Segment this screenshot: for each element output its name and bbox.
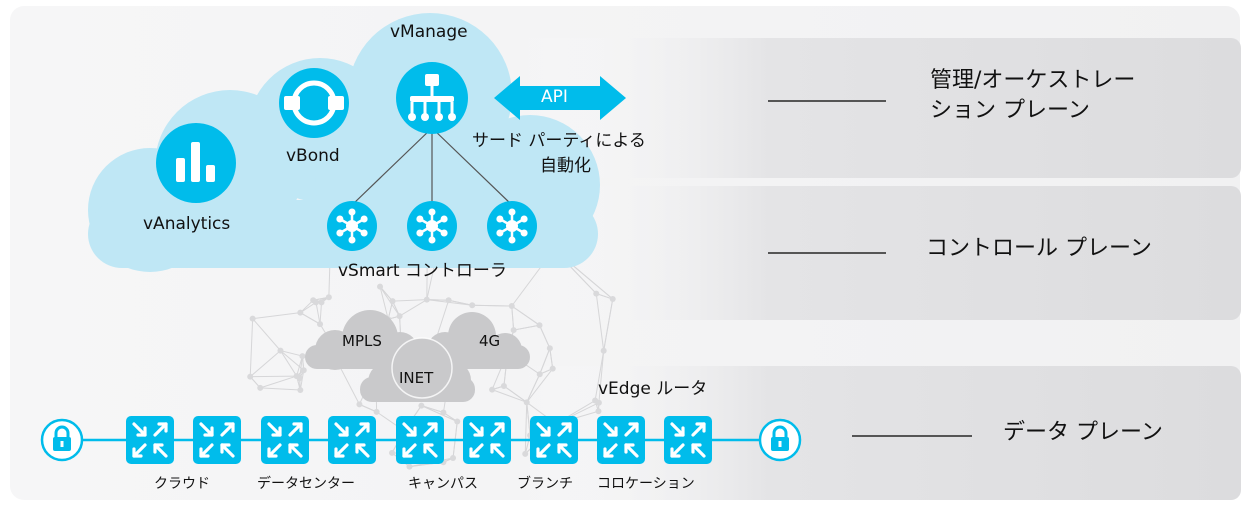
transport-label-mpls: MPLS	[342, 332, 382, 350]
router-arrows-icon	[530, 416, 578, 464]
control-plane-label: コントロール プレーン	[926, 236, 1152, 261]
vmanage-label: vManage	[390, 22, 468, 42]
router-arrows-icon	[463, 416, 511, 464]
api-arrow	[494, 76, 626, 120]
transport-label-4g: 4G	[479, 332, 501, 350]
hub-spoke-icon	[487, 201, 537, 251]
transport-label-inet: INET	[399, 369, 434, 387]
router-arrows-icon	[396, 416, 444, 464]
site-label-cloud: クラウド	[154, 476, 210, 492]
network-hierarchy-icon	[396, 62, 468, 134]
router-arrows-icon	[664, 416, 712, 464]
site-label-colocation: コロケーション	[597, 476, 695, 492]
management-plane-band	[515, 38, 1241, 178]
router-arrows-icon	[328, 416, 376, 464]
vsmart-group	[327, 201, 537, 251]
management-plane-label-line2: ション プレーン	[930, 98, 1090, 123]
router-arrows-icon	[193, 416, 241, 464]
api-caption-line1: サード パーティによる	[472, 131, 646, 151]
management-plane-rule	[768, 100, 886, 102]
lock-icon	[758, 418, 802, 462]
api-caption-line2: 自動化	[540, 156, 591, 176]
vmanage-links	[351, 127, 513, 206]
router-arrows-icon	[261, 416, 309, 464]
vanalytics-label: vAnalytics	[143, 214, 231, 234]
lock-icon	[40, 418, 84, 462]
vbond-label: vBond	[286, 146, 340, 166]
hub-spoke-icon	[407, 201, 457, 251]
transport-clouds	[305, 310, 530, 402]
site-label-campus: キャンパス	[408, 476, 478, 492]
inet-cloud	[360, 338, 475, 402]
vsmart-label: vSmart コントローラ	[338, 261, 507, 281]
vedge-label: vEdge ルータ	[598, 379, 708, 399]
router-arrows-icon	[126, 416, 174, 464]
data-plane-rule	[852, 435, 972, 437]
bar-chart-icon	[156, 123, 236, 203]
data-plane-label: データ プレーン	[1003, 420, 1163, 445]
site-label-branch: ブランチ	[517, 476, 573, 492]
api-label: API	[541, 87, 568, 107]
router-arrows-icon	[597, 416, 645, 464]
control-plane-rule	[768, 252, 886, 254]
management-plane-label-line1: 管理/オーケストレー	[930, 68, 1136, 93]
management-plane-label: 管理/オーケストレー ション プレーン	[930, 66, 1135, 126]
data-plane-band	[515, 366, 1241, 500]
hub-spoke-icon	[327, 201, 377, 251]
site-label-datacenter: データセンター	[257, 476, 355, 492]
bond-link-icon	[279, 68, 349, 138]
